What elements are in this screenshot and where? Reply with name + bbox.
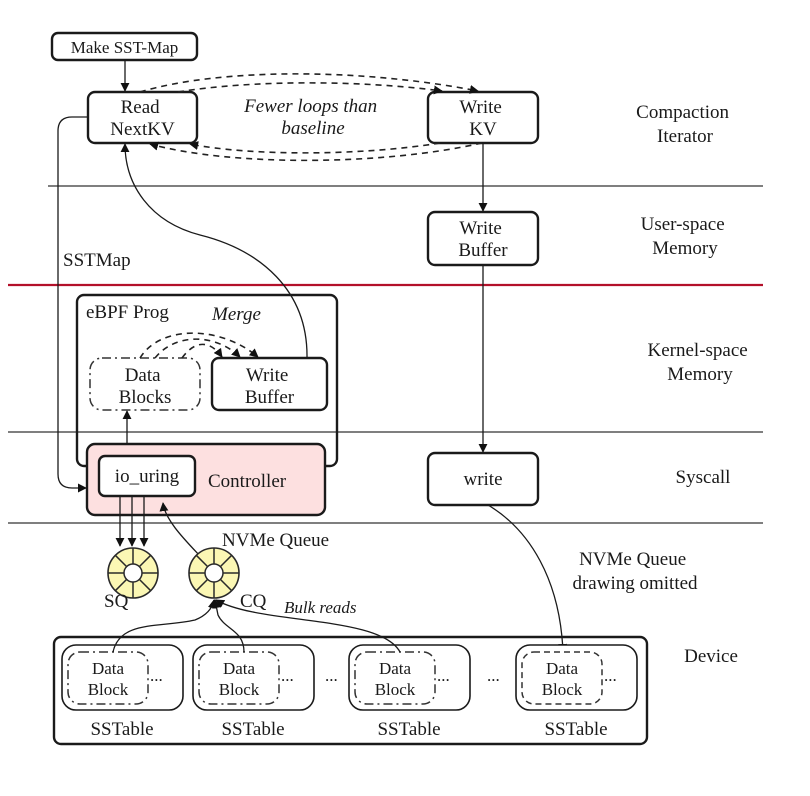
kernel-write-buffer-node: Write Buffer — [210, 356, 329, 412]
read-nextkv-node: Read NextKV — [86, 90, 199, 145]
sstable-ellipsis: ... — [281, 666, 294, 685]
between-sstables-ellipsis: ... — [487, 666, 500, 685]
sq-label: SQ — [104, 591, 129, 612]
read-nextkv-label: Read NextKV — [110, 97, 175, 140]
lane-label-user-space: User-space Memory — [641, 214, 730, 259]
merge-arrow-3 — [181, 343, 223, 359]
data-block-label: Block — [219, 680, 260, 699]
data-blocks-node: Data Blocks — [89, 357, 201, 411]
sq-ring-icon — [107, 547, 159, 599]
edge-write-to-device — [487, 504, 568, 653]
data-block-label: Data — [379, 659, 412, 678]
ring-inner — [123, 563, 143, 583]
io-uring-node: io_uring — [97, 454, 197, 498]
ring-slot-divider — [219, 578, 233, 592]
make-sst-map-label: Make SST-Map — [71, 38, 179, 57]
edge-cq-to-iouring — [159, 502, 201, 557]
kernel-write-buffer-label: Write Buffer — [245, 365, 295, 408]
nvme-queue-label: NVMe Queue — [222, 530, 329, 551]
io-uring-label: io_uring — [115, 466, 180, 487]
data-block-label: Block — [88, 680, 129, 699]
write-kv-node: Write KV — [426, 90, 540, 145]
bulk-reads-annotation: Bulk reads — [284, 598, 357, 617]
merge-arrow-1 — [139, 332, 259, 359]
sstable-ellipsis: ... — [437, 666, 450, 685]
data-block-label: Data — [546, 659, 579, 678]
write-syscall-node: write — [426, 451, 540, 507]
cq-label: CQ — [240, 591, 267, 612]
ring-inner — [204, 563, 224, 583]
merge-annotation: Merge — [211, 304, 261, 325]
lane-label-compaction: Compaction Iterator — [636, 102, 734, 147]
lane-label-device: Device — [684, 646, 738, 667]
sstable-label: SSTable — [544, 719, 607, 740]
loop-write-to-read-outer — [149, 141, 483, 162]
ring-slot-divider — [219, 554, 233, 568]
make-sst-map-node: Make SST-Map — [50, 31, 199, 62]
data-block — [521, 651, 603, 705]
between-sstables-ellipsis: ... — [325, 666, 338, 685]
sstable-label: SSTable — [221, 719, 284, 740]
bulk-read-edge-3 — [215, 599, 401, 653]
write-kv-label: Write KV — [459, 97, 506, 140]
sstable-label: SSTable — [377, 719, 440, 740]
lane-label-kernel-space: Kernel-space Memory — [648, 340, 753, 385]
ring-slot-divider — [138, 554, 152, 568]
loop-write-to-read-inner — [189, 141, 441, 154]
user-write-buffer-label: Write Buffer — [458, 218, 508, 261]
ring-slot-divider — [114, 578, 128, 592]
lane-label-syscall: Syscall — [676, 467, 731, 488]
ring-slot-divider — [195, 554, 209, 568]
merge-arrow-2 — [154, 338, 241, 359]
controller-label: Controller — [208, 471, 287, 492]
sstable-ellipsis: ... — [150, 666, 163, 685]
data-block-label: Data — [223, 659, 256, 678]
sstable-ellipsis: ... — [604, 666, 617, 685]
sstmap-path — [57, 116, 88, 493]
bulk-read-edge-1 — [112, 599, 217, 653]
write-syscall-label: write — [463, 469, 502, 490]
edge-kernel-buffer-to-read — [120, 143, 308, 359]
data-block — [198, 651, 280, 705]
sstmap-annotation: SSTMap — [63, 250, 131, 271]
data-blocks-label: Data Blocks — [119, 365, 172, 408]
nvme-omitted-annotation: NVMe Queue drawing omitted — [572, 549, 698, 594]
loop-read-to-write-inner — [177, 82, 443, 95]
fewer-loops-annotation: Fewer loops than baseline — [243, 96, 382, 139]
data-block-label: Block — [542, 680, 583, 699]
sstable-list: DataBlock...SSTableDataBlock...SSTableDa… — [61, 644, 638, 740]
ring-slot-divider — [138, 578, 152, 592]
data-block-label: Block — [375, 680, 416, 699]
bulk-read-edge-2 — [212, 599, 245, 653]
loop-read-to-write-outer — [139, 73, 479, 94]
data-block — [67, 651, 149, 705]
user-write-buffer-node: Write Buffer — [426, 210, 540, 267]
data-block — [354, 651, 436, 705]
cq-ring-icon — [188, 547, 240, 599]
device-container — [52, 635, 649, 746]
sstable-label: SSTable — [90, 719, 153, 740]
ring-slot-divider — [195, 578, 209, 592]
ring-slot-divider — [114, 554, 128, 568]
data-block-label: Data — [92, 659, 125, 678]
ebpf-prog-label: eBPF Prog — [86, 302, 169, 323]
